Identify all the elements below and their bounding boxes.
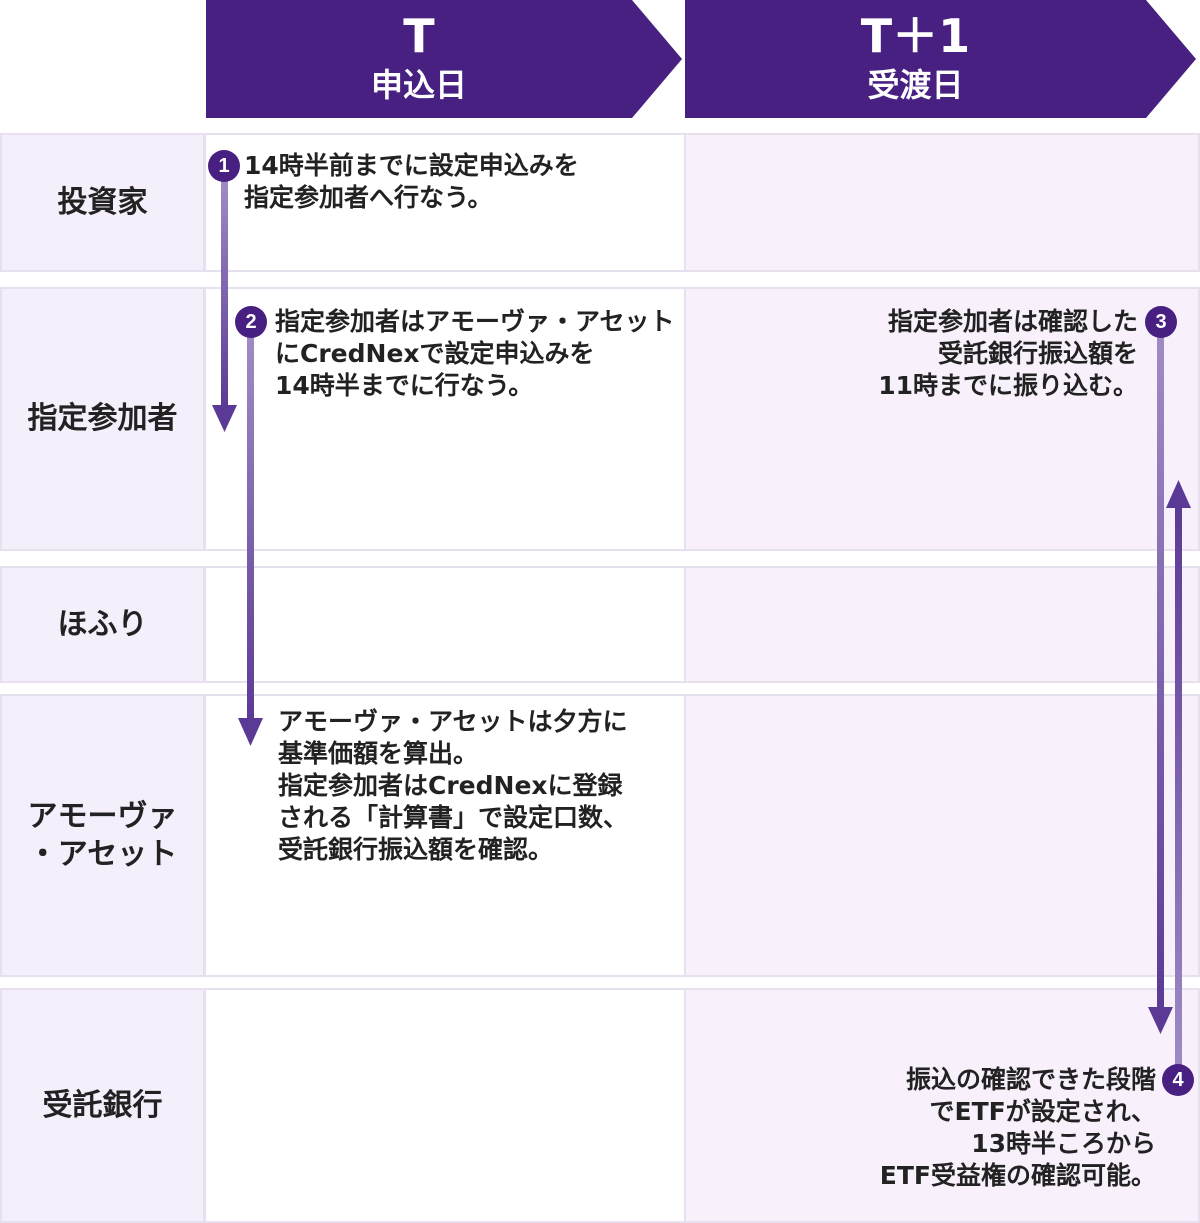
arrow-1-head: [212, 405, 237, 432]
cell-amova-t1: [684, 694, 1200, 977]
step-1-text: 14時半前までに設定申込みを 指定参加者へ行なう。: [244, 151, 579, 212]
amova-note-text: アモーヴァ・アセットは夕方に 基準価額を算出。 指定参加者はCredNexに登録…: [278, 707, 629, 864]
cell-trust-bank-t: [204, 988, 686, 1223]
row-amova-label: アモーヴァ ・アセット: [27, 798, 178, 872]
arrow-4-shaft: [1175, 505, 1182, 1077]
arrow-2-shaft: [247, 335, 254, 721]
row-participant-label: 指定参加者: [27, 401, 178, 436]
row-label-participant: 指定参加者: [0, 287, 205, 551]
arrow-3-head: [1148, 1007, 1173, 1034]
step-3-text: 指定参加者は確認した 受託銀行振込額を 11時までに振り込む。: [878, 307, 1138, 400]
cell-hofuri-t1: [684, 566, 1200, 683]
step-4-text: 振込の確認できた段階 でETFが設定され、 13時半ころから ETF受益権の確認…: [879, 1065, 1156, 1190]
cell-investor-t1: [684, 133, 1200, 272]
cell-participant-t1: [684, 287, 1200, 551]
arrow-3-shaft: [1157, 335, 1164, 1011]
row-label-amova: アモーヴァ ・アセット: [0, 694, 205, 977]
row-trust-bank-label: 受託銀行: [42, 1087, 163, 1123]
arrow-1-shaft: [221, 180, 228, 408]
arrow-2-head: [238, 718, 263, 746]
header-t1-label: T＋1: [860, 9, 971, 63]
cell-hofuri-t: [204, 566, 686, 683]
step-2-text: 指定参加者はアモーヴァ・アセット にCredNexで設定申込みを 14時半までに…: [275, 307, 675, 400]
arrow-4-head: [1166, 480, 1191, 508]
header-t1: T＋1 受渡日: [685, 0, 1196, 118]
cell-amova-t: [204, 694, 686, 977]
header-t-label: T: [403, 9, 435, 63]
step-3-badge: 3: [1145, 306, 1177, 338]
step-4-badge: 4: [1162, 1064, 1194, 1096]
row-investor-label: 投資家: [57, 184, 148, 220]
step-2-badge: 2: [235, 306, 267, 338]
row-hofuri-label: ほふり: [57, 606, 148, 642]
row-label-trust-bank: 受託銀行: [0, 988, 205, 1223]
step-1-badge: 1: [208, 150, 240, 182]
header-t-sublabel: 申込日: [370, 66, 467, 104]
header-t: T 申込日: [206, 0, 682, 118]
row-label-investor: 投資家: [0, 133, 205, 272]
cell-trust-bank-t1: [684, 988, 1200, 1223]
header-t1-sublabel: 受渡日: [867, 66, 964, 104]
row-label-hofuri: ほふり: [0, 566, 205, 683]
